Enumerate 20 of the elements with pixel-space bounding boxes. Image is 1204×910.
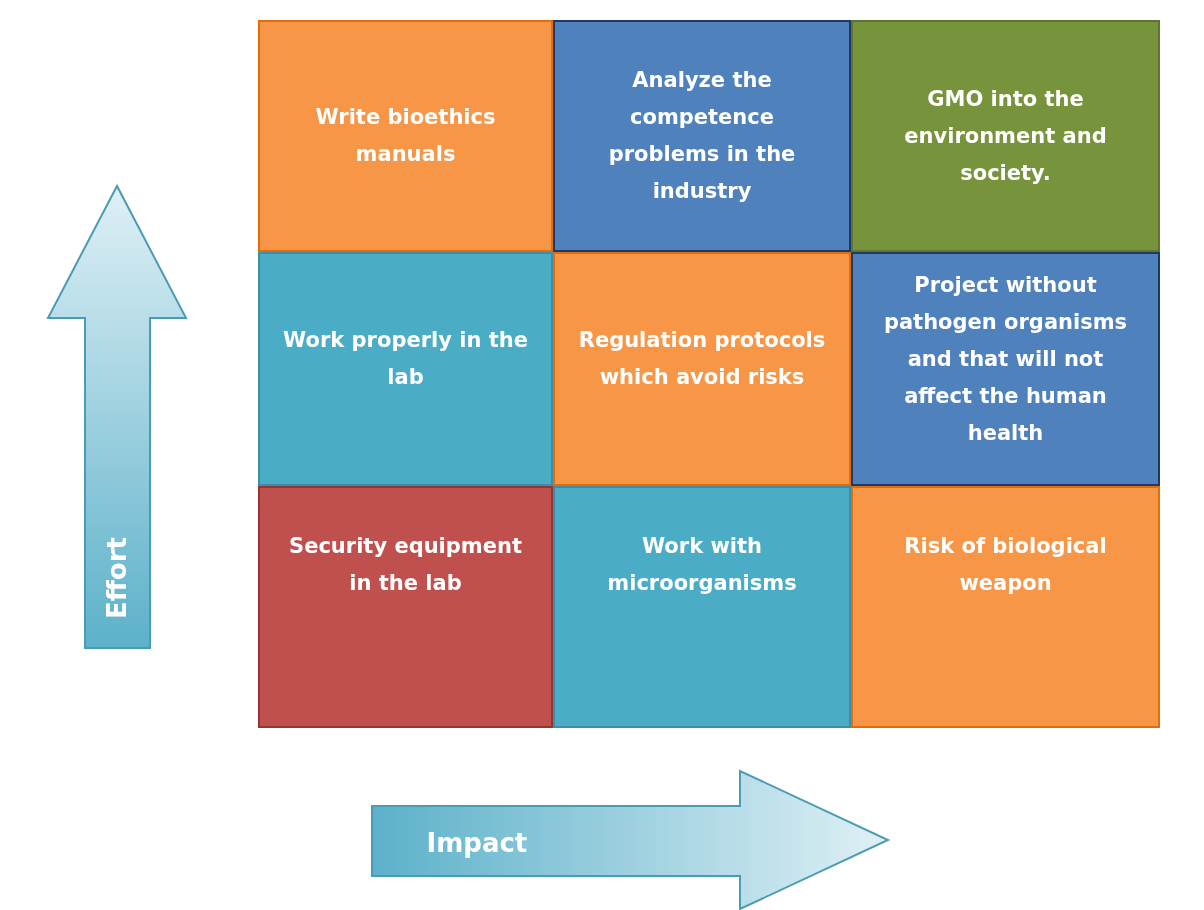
matrix-cell (258, 252, 553, 486)
matrix-cell (851, 20, 1160, 252)
matrix-cell (553, 486, 851, 728)
cell-text: Work with microorganisms (606, 533, 798, 597)
matrix-cell (851, 486, 1160, 728)
matrix-cell (553, 20, 851, 252)
cell-text: Write bioethics manuals (314, 104, 497, 168)
cell-text: GMO into the environment and society. (903, 85, 1108, 187)
cell-text: Work properly in the lab (282, 327, 529, 391)
cell-text: Risk of biological weapon (903, 533, 1108, 597)
axis-label: Effort (101, 537, 132, 619)
axis-label: Impact (426, 828, 528, 858)
matrix-cell (258, 486, 553, 728)
cell-text: Project without pathogen organisms and that will not affect the human health (882, 271, 1129, 447)
cell-text: Regulation protocols which avoid risks (577, 327, 827, 391)
cell-text: Security equipment in the lab (288, 533, 523, 597)
cell-text: Analyze the competence problems in the industry (607, 67, 797, 205)
matrix-cell (553, 252, 851, 486)
matrix-cell (851, 252, 1160, 486)
matrix-cell (258, 20, 553, 252)
